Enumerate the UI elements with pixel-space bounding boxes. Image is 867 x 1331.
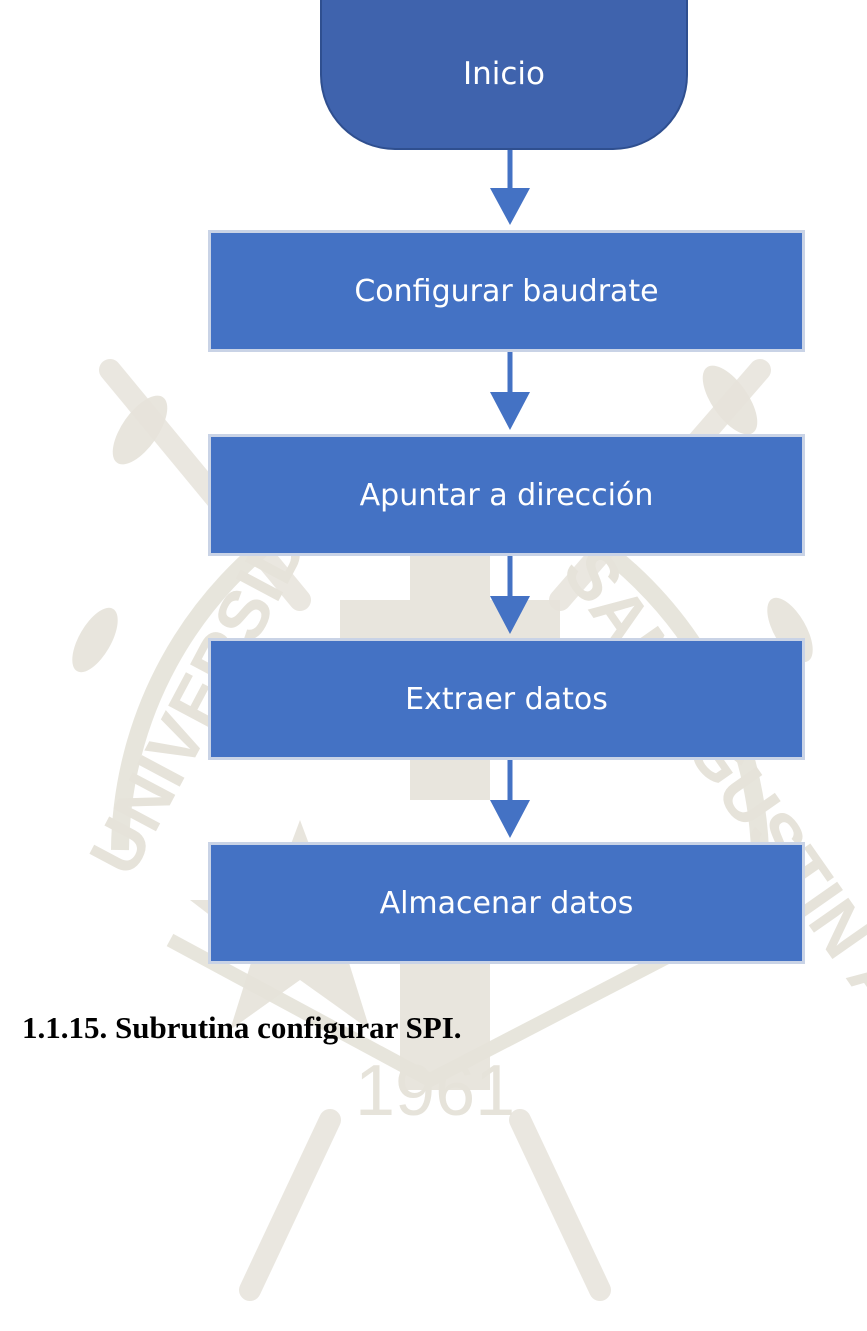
connector-arrow-4 (490, 800, 530, 838)
connector-arrow-3 (490, 596, 530, 634)
step-label: Configurar baudrate (354, 273, 659, 309)
flow-connectors (490, 150, 530, 838)
flowchart-step-almacenar-datos: Almacenar datos (208, 842, 805, 964)
step-label: Almacenar datos (379, 885, 634, 921)
connector-arrow-2 (490, 392, 530, 430)
step-label: Extraer datos (405, 681, 608, 717)
connector-arrow-1 (490, 188, 530, 225)
section-caption: 1.1.15. Subrutina configurar SPI. (22, 1010, 462, 1045)
flowchart-step-configurar-baudrate: Configurar baudrate (208, 230, 805, 352)
step-label: Apuntar a dirección (359, 477, 654, 513)
start-node-label: Inicio (462, 56, 546, 92)
flowchart-step-extraer-datos: Extraer datos (208, 638, 805, 760)
watermark-year: 1961 (355, 1051, 515, 1131)
flowchart-step-apuntar-direccion: Apuntar a dirección (208, 434, 805, 556)
flowchart-start-node: Inicio (320, 0, 688, 150)
